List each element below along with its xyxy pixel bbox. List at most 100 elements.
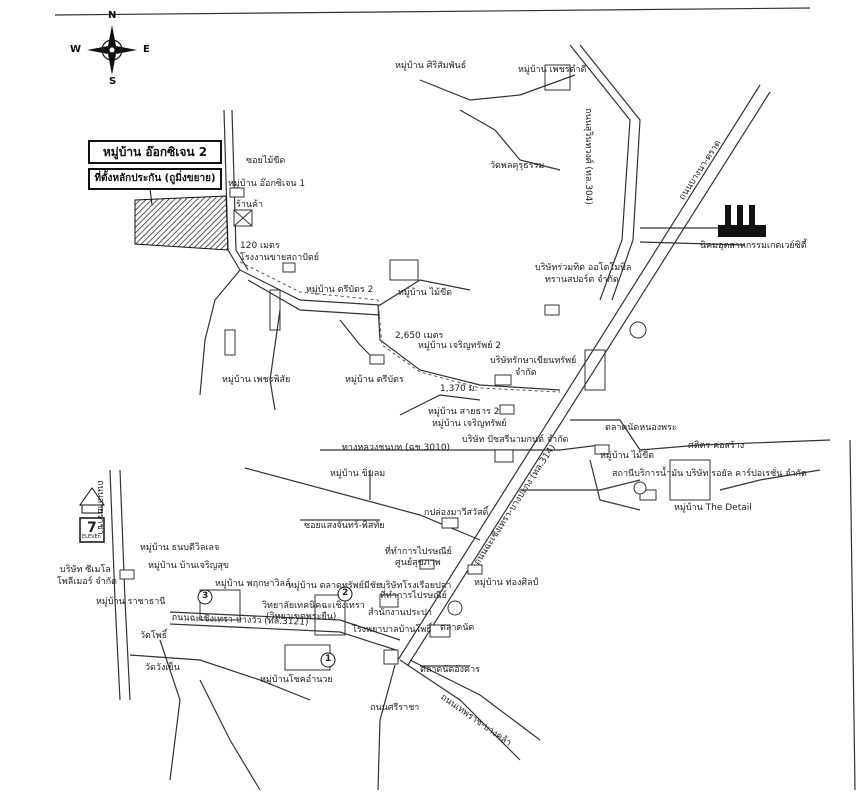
map-label: หมู่บ้าน ไม้ขีด — [600, 451, 655, 461]
map-label: วิทยาลัยเทคนิคฉะเชิงเทรา — [262, 601, 365, 611]
map-label: หมู่บ้าน ราชาธานี — [96, 597, 166, 607]
map-label: โพลีเมอร์ จำกัด — [57, 577, 118, 587]
road-horizontal-b — [247, 279, 381, 316]
map-label: หมู่บ้านโชคอำนวย — [260, 675, 333, 685]
map-label: ที่ทำการไปรษณีย์ — [380, 591, 447, 601]
seven-eleven-text: ELEVEn — [82, 534, 101, 540]
map-label-road: ซอยแสงจันทร์-พิสทัย — [304, 521, 385, 531]
road-industrial-b — [639, 241, 746, 246]
route-dashed — [239, 261, 561, 393]
map-label: (วิทยาเขตพระยืน) — [266, 612, 337, 622]
road-local-1 — [399, 394, 481, 416]
road-3121-b — [169, 623, 397, 651]
road-right-mid-2 — [589, 459, 641, 511]
map-label: วัดวังเย็น — [145, 663, 180, 673]
map-label: กปล่องมาวีสวัสดิ์ — [424, 508, 489, 518]
map-label: หมู่บ้าน บ้านเจริญสุข — [148, 561, 230, 571]
map-label: บริษัทรักษาเขียนทรัพย์ — [490, 356, 577, 366]
compass-s: S — [109, 76, 117, 87]
seven-eleven-number: 7 — [87, 520, 97, 536]
map-label: หมู่บ้าน ธนบดีวิลเลจ — [140, 543, 220, 553]
map-label: หมู่บ้าน เจริญทรัพย์ — [432, 419, 507, 429]
road-ch-bpk — [244, 467, 481, 541]
marker-2: 2 — [342, 588, 349, 598]
map-label: บริษัทร่วมทิต ออโตโมบิล — [535, 263, 632, 273]
compass-e: E — [143, 44, 150, 55]
map-label: ถนนศรีราชา — [370, 703, 420, 713]
map-label: หมู่บ้าน ขิ่มลม — [330, 469, 386, 479]
map-label: จำกัด — [515, 368, 537, 378]
road-suwinthawong-a — [569, 44, 631, 301]
map-label: หมู่บ้าน ตรีบัตร 2 — [306, 285, 374, 295]
number-markers — [197, 586, 353, 668]
map-label: หมู่บ้าน The Detail — [674, 503, 752, 513]
road-left-c — [339, 319, 376, 361]
road-bottom-1 — [399, 659, 521, 761]
road-right-mid-3 — [520, 479, 641, 491]
project-pointer — [149, 187, 153, 206]
map-label: หมู่บ้าน เพชรพิสัย — [222, 375, 291, 385]
shop-icon-x — [233, 209, 253, 227]
road-bangna-trad-a — [397, 84, 761, 661]
map-label: วัดโพธิ์ — [140, 631, 168, 641]
map-label-road: ถนนสุวินทวงศ์ (ทล.304) — [583, 108, 593, 205]
road-3121-a — [169, 611, 401, 641]
road-raja-a — [109, 469, 121, 701]
project-title: หมู่บ้าน อ๊อกซิเจน 2 — [88, 140, 222, 164]
seven-eleven-logo — [79, 517, 105, 543]
road-bottom-5 — [159, 639, 181, 781]
map-label: โรงงานขายสถาปัตย์ — [240, 253, 319, 263]
project-area — [134, 195, 229, 251]
map-label: สถานีบริการน้ำมัน — [612, 469, 684, 479]
road-left-a — [199, 269, 241, 396]
road-bottom-3 — [377, 664, 396, 791]
road-bottom-6 — [199, 679, 261, 791]
map-label: ศติตร ค่อสร้าง — [688, 441, 745, 451]
map-label: หมู่บ้าน ศิริสัมพันธ์ — [395, 61, 467, 71]
road-bottom-2 — [409, 659, 541, 741]
map-label: วัดพลคุรุธรรม — [490, 161, 545, 171]
road-soi-mai-kheed-b — [231, 109, 249, 271]
road-suwinthawong-b — [579, 44, 641, 301]
compass-rose-icon — [87, 25, 137, 75]
map-label: ตลาดนัดหนองพระ — [605, 423, 677, 433]
map-label: หมู่บ้าน พฤกษาวิลล์ — [215, 579, 291, 589]
map-label: หมู่บ้าน อ๊อกซิเจน 1 — [228, 179, 306, 189]
map-label: หมู่บ้าน เจริญทรัพย์ 2 — [418, 341, 502, 351]
map-label: 120 เมตร — [240, 241, 280, 251]
map-label: บริษัทโรงเรือยปลา — [380, 581, 452, 591]
map-label: ที่ทำการไปรษณีย์ — [385, 547, 452, 557]
map-label: ซอยไม้ขีด — [246, 156, 286, 166]
map-label: สำนักงานประปา — [368, 608, 432, 618]
map-label: ทรานสปอร์ต จำกัด — [545, 275, 619, 285]
map-label: หมู่บ้าน ตลาดทรัพย์มีชัย — [288, 581, 382, 591]
map-label: 1,370 ม. — [440, 384, 478, 394]
map-label: หมู่บ้าน ท่องศิลป์ — [474, 578, 539, 588]
map-label: บริษัท ซีเมโล — [60, 565, 111, 575]
map-label: นิคมอุตสาหกรรมเกตเวย์ซิตี้ — [700, 241, 807, 251]
map-label: ตลาดนัดอังคาร — [420, 665, 480, 675]
border-right — [849, 439, 856, 791]
road-2650m — [377, 304, 561, 391]
road-rural-3010 — [320, 444, 601, 451]
road-bottom-4 — [129, 654, 311, 701]
road-village-2 — [459, 109, 561, 171]
map-label: ร้านค้า — [236, 200, 264, 210]
map-label: หมู่บ้าน ไม้ขีด — [398, 288, 453, 298]
map-label: บริษัท รอยัล คาร์ปอเรชั่น จำกัด — [686, 469, 807, 479]
map-label: หมู่บ้าน สายธาร 2 — [428, 407, 500, 417]
compass-n: N — [108, 10, 117, 21]
road-right-mid-4 — [719, 469, 821, 491]
marker-3: 3 — [202, 591, 209, 601]
map-label: หมู่บ้าน ตรีบัตร — [345, 375, 404, 385]
map-label: ตลาดนัด — [440, 623, 475, 633]
map-label: 2,650 เมตร — [395, 331, 444, 341]
map-label: หมู่บ้าน เพชรดำดี — [518, 65, 587, 75]
temple-large-icon — [79, 487, 105, 514]
map-label: ศูนย์สุขภาพ — [395, 558, 441, 568]
project-subtitle: ที่ตั้งหลักประกัน (ถูมิ่งขยาย) — [88, 168, 222, 190]
map-label: บริษัท ปัชสรีนามกนต์ จำกัด — [462, 435, 569, 445]
road-left-b — [269, 309, 281, 411]
